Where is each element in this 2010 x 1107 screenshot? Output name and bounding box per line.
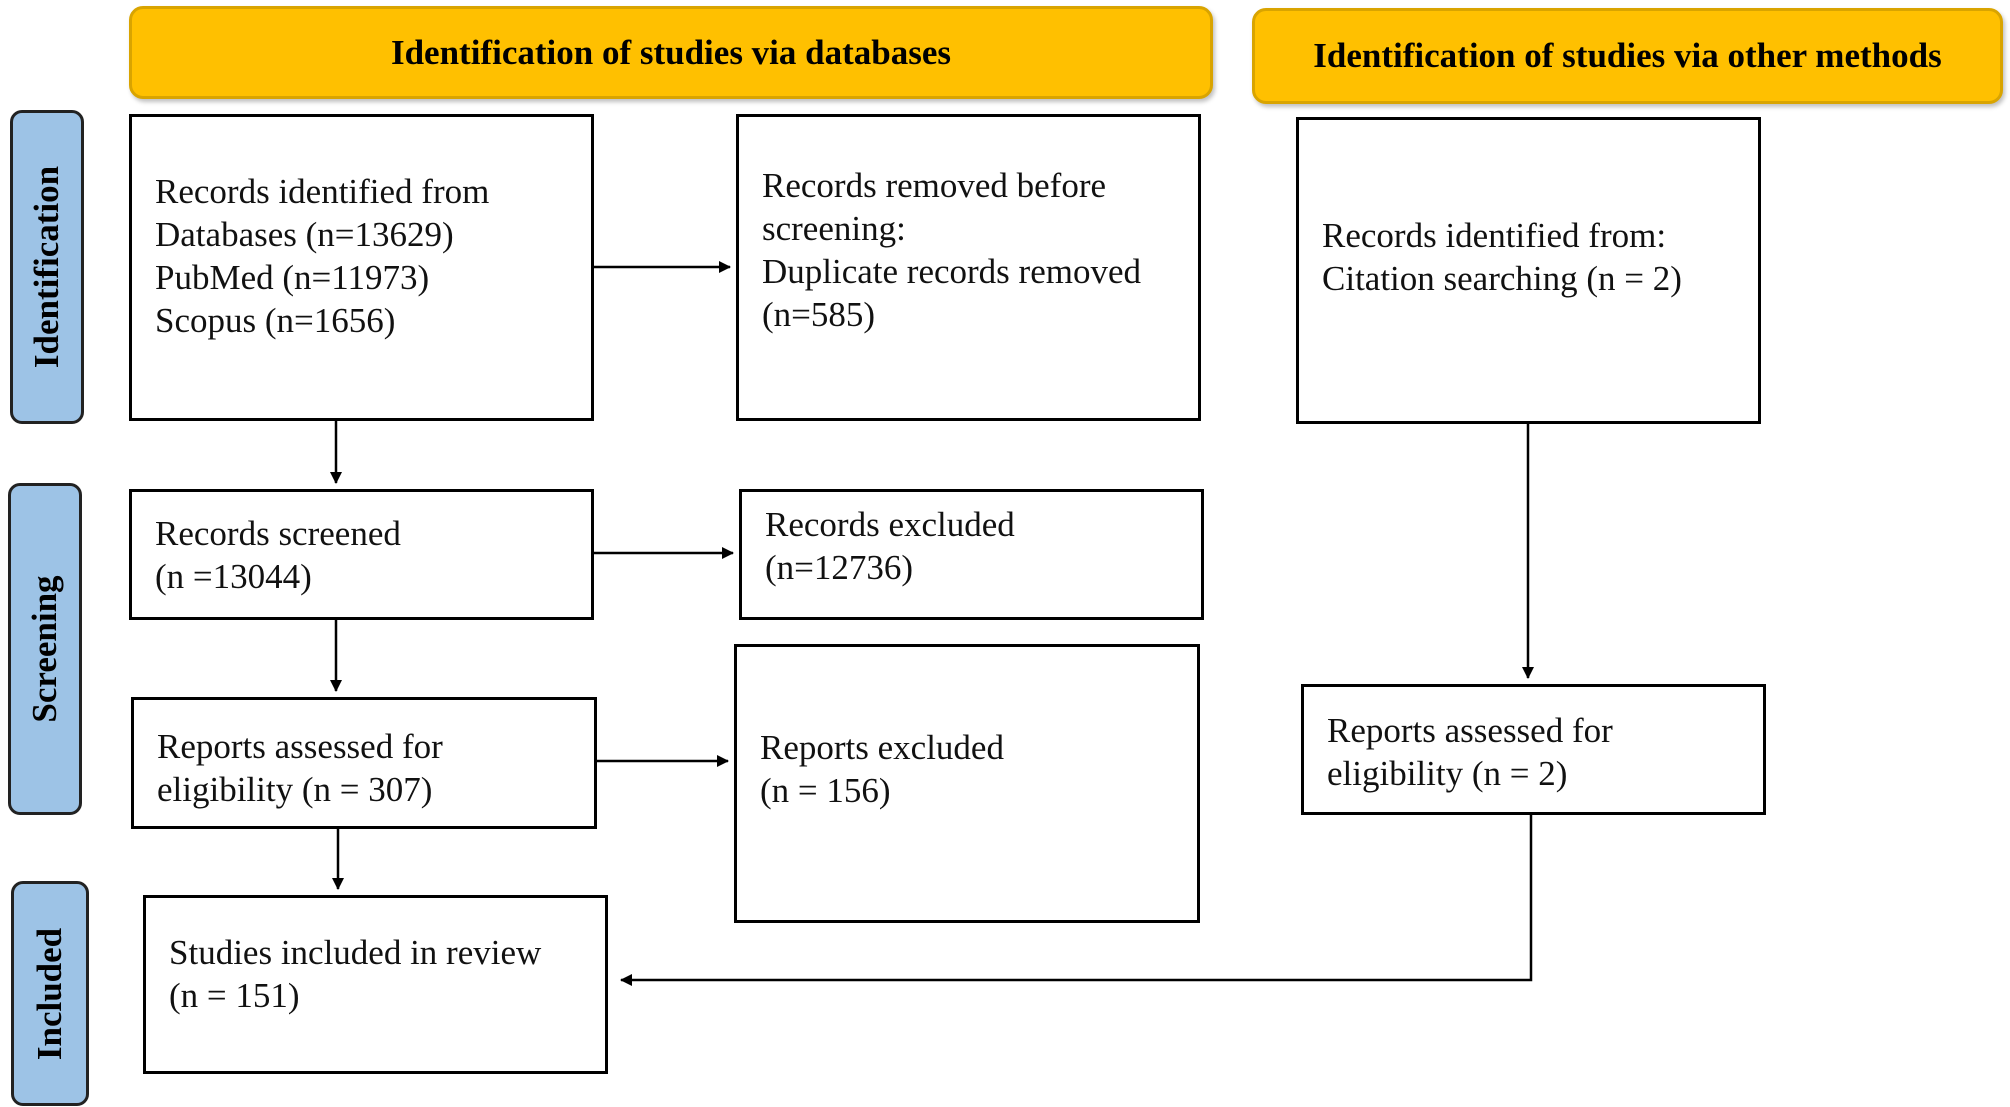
header-other-methods: Identification of studies via other meth… <box>1252 8 2003 104</box>
records-screened-line-2: (n =13044) <box>155 557 312 596</box>
other-records-identified-box: Records identified from: Citation search… <box>1296 117 1761 424</box>
records-excluded-box: Records excluded (n=12736) <box>739 489 1204 620</box>
records-identified-line-4: Scopus (n=1656) <box>155 301 396 340</box>
records-removed-line-2: screening: <box>762 209 906 248</box>
records-removed-line-4: (n=585) <box>762 295 876 334</box>
studies-included-line-2: (n = 151) <box>169 976 300 1015</box>
header-databases: Identification of studies via databases <box>129 6 1213 99</box>
reports-assessed-line-1: Reports assessed for <box>157 727 443 766</box>
records-removed-box: Records removed before screening: Duplic… <box>736 114 1201 421</box>
reports-assessed-line-2: eligibility (n = 307) <box>157 770 433 809</box>
studies-included-box: Studies included in review (n = 151) <box>143 895 608 1074</box>
records-identified-box: Records identified from Databases (n=136… <box>129 114 594 421</box>
reports-excluded-line-1: Reports excluded <box>760 728 1004 767</box>
records-screened-line-1: Records screened <box>155 514 401 553</box>
records-identified-line-2: Databases (n=13629) <box>155 215 454 254</box>
reports-excluded-box: Reports excluded (n = 156) <box>734 644 1200 923</box>
records-excluded-line-2: (n=12736) <box>765 548 914 587</box>
records-identified-line-3: PubMed (n=11973) <box>155 258 430 297</box>
phase-identification: Identification <box>10 110 84 424</box>
other-reports-assessed-line-2: eligibility (n = 2) <box>1327 754 1568 793</box>
phase-included: Included <box>11 881 89 1106</box>
records-screened-box: Records screened (n =13044) <box>129 489 594 620</box>
records-identified-line-1: Records identified from <box>155 172 490 211</box>
studies-included-line-1: Studies included in review <box>169 933 542 972</box>
reports-excluded-line-2: (n = 156) <box>760 771 891 810</box>
phase-screening: Screening <box>8 483 82 815</box>
other-reports-assessed-box: Reports assessed for eligibility (n = 2) <box>1301 684 1766 815</box>
reports-assessed-box: Reports assessed for eligibility (n = 30… <box>131 697 597 829</box>
other-reports-assessed-line-1: Reports assessed for <box>1327 711 1613 750</box>
records-removed-line-1: Records removed before <box>762 166 1107 205</box>
records-removed-line-3: Duplicate records removed <box>762 252 1142 291</box>
other-records-identified-line-2: Citation searching (n = 2) <box>1322 259 1682 298</box>
records-excluded-line-1: Records excluded <box>765 505 1015 544</box>
arrow-other-assessed-to-included <box>620 815 1533 986</box>
other-records-identified-line-1: Records identified from: <box>1322 216 1667 255</box>
